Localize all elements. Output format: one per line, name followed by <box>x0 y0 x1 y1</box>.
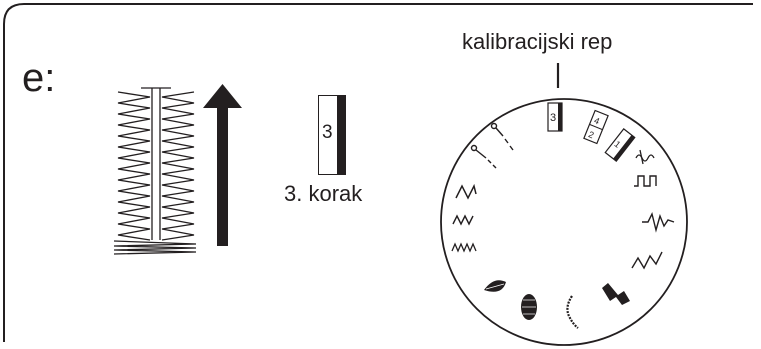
step-box-bar <box>337 96 345 174</box>
dial-box-bottom-number: 2 <box>587 129 595 140</box>
medium-zigzag-icon <box>452 214 474 226</box>
step-box-number: 3 <box>322 122 333 143</box>
zigzag-stitch-sample <box>113 87 197 255</box>
dial-circle <box>440 98 688 346</box>
straight-stitch-center-icon <box>490 122 514 151</box>
calibration-tail-label: kalibracijski rep <box>462 29 613 54</box>
dial-box-top-number: 4 <box>593 115 601 126</box>
step-indicator-box: 3 <box>318 95 346 175</box>
dial-indicator-number: 3 <box>550 112 556 124</box>
overcast-stitch-icon <box>631 251 663 270</box>
satin-stitch-oval-icon <box>521 294 537 320</box>
dial-box-right-number: 1 <box>612 139 622 150</box>
stitch-dial: 3 4 2 1 <box>440 98 688 346</box>
scallop-stitch-icon <box>566 295 579 329</box>
straight-stitch-left-icon <box>470 144 497 169</box>
step-letter: e: <box>22 56 56 100</box>
blind-hem-stitch-icon <box>634 175 657 187</box>
frame-border <box>3 3 753 342</box>
satin-stitch-leaf-icon <box>484 280 506 292</box>
stitch-left-column <box>117 91 151 241</box>
satin-stitch-diagonal-icon <box>602 283 630 305</box>
stitch-bartack <box>113 240 197 255</box>
narrow-zigzag-icon <box>451 242 477 253</box>
dial-buttonhole-step-1: 1 <box>604 128 636 162</box>
lightning-stitch-icon <box>642 211 675 233</box>
wide-zigzag-icon <box>455 183 477 200</box>
dial-indicator-bar <box>558 103 562 131</box>
up-arrow-icon <box>203 84 242 246</box>
dial-buttonhole-setting: 4 2 <box>583 109 609 145</box>
step-label: 3. korak <box>284 181 363 206</box>
stretch-stitch-icon <box>635 149 655 165</box>
stitch-right-column <box>161 91 195 241</box>
